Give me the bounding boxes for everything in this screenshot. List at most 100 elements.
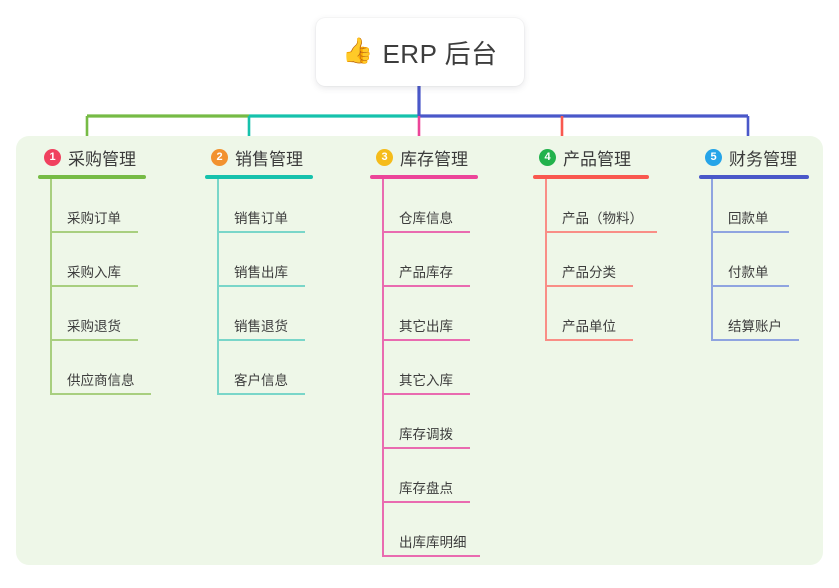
leaf-item-label: 销售订单 — [234, 211, 288, 226]
branch-header-3[interactable]: 3 库存管理 — [370, 144, 478, 170]
leaf-item[interactable]: 销售退货 — [217, 287, 313, 341]
branch-header-rule-3 — [370, 175, 478, 179]
leaf-item-label: 产品（物料） — [562, 211, 643, 226]
leaf-item[interactable]: 仓库信息 — [382, 179, 478, 233]
leaf-item-rule — [382, 339, 470, 341]
leaf-item-label: 库存盘点 — [399, 481, 453, 496]
leaf-item-label: 销售出库 — [234, 265, 288, 280]
leaf-item-rule — [217, 285, 305, 287]
root-node-inner: 👍 ERP 后台 — [342, 34, 497, 71]
branch-column-5: 5 财务管理回款单付款单结算账户 — [699, 144, 809, 341]
branch-spine-1 — [50, 179, 52, 395]
branch-title-2: 销售管理 — [235, 149, 303, 169]
leaf-item[interactable]: 其它出库 — [382, 287, 478, 341]
branch-header-rule-5 — [699, 175, 809, 179]
root-node-card[interactable]: 👍 ERP 后台 — [316, 18, 524, 86]
branch-badge-3: 3 — [376, 148, 393, 166]
leaf-item-rule — [711, 231, 789, 233]
branch-items-3: 仓库信息产品库存其它出库其它入库库存调拨库存盘点出库库明细 — [382, 179, 480, 557]
leaf-item[interactable]: 产品分类 — [545, 233, 649, 287]
leaf-item[interactable]: 其它入库 — [382, 341, 478, 395]
branch-header-rule-2 — [205, 175, 313, 179]
leaf-item-label: 销售退货 — [234, 319, 288, 334]
leaf-item-label: 产品分类 — [562, 265, 616, 280]
leaf-item-label: 其它入库 — [399, 373, 453, 388]
leaf-item[interactable]: 采购入库 — [50, 233, 146, 287]
branch-column-1: 1 采购管理采购订单采购入库采购退货供应商信息 — [38, 144, 151, 395]
leaf-item-rule — [545, 339, 633, 341]
leaf-item[interactable]: 库存调拨 — [382, 395, 478, 449]
leaf-item-rule — [217, 393, 305, 395]
leaf-item-rule — [382, 393, 470, 395]
leaf-item[interactable]: 结算账户 — [711, 287, 809, 341]
leaf-item-rule — [50, 339, 138, 341]
leaf-item[interactable]: 产品单位 — [545, 287, 649, 341]
leaf-item-label: 付款单 — [728, 265, 769, 280]
leaf-item-label: 结算账户 — [728, 319, 782, 334]
leaf-item[interactable]: 销售出库 — [217, 233, 313, 287]
branch-title-5: 财务管理 — [729, 149, 797, 169]
branch-header-2[interactable]: 2 销售管理 — [205, 144, 313, 170]
leaf-item-label: 回款单 — [728, 211, 769, 226]
leaf-item-rule — [217, 339, 305, 341]
leaf-item-rule — [50, 393, 151, 395]
leaf-item[interactable]: 销售订单 — [217, 179, 313, 233]
leaf-item[interactable]: 客户信息 — [217, 341, 313, 395]
branch-badge-2: 2 — [211, 148, 228, 166]
root-node-title: ERP 后台 — [382, 38, 498, 69]
branch-items-4: 产品（物料） 产品分类产品单位 — [545, 179, 657, 341]
branch-spine-4 — [545, 179, 547, 341]
leaf-item-label: 产品库存 — [399, 265, 453, 280]
leaf-item-rule — [545, 285, 633, 287]
branch-header-5[interactable]: 5 财务管理 — [699, 144, 809, 170]
leaf-item-label: 仓库信息 — [399, 211, 453, 226]
leaf-item-rule — [382, 231, 470, 233]
leaf-item[interactable]: 付款单 — [711, 233, 809, 287]
branch-column-3: 3 库存管理仓库信息产品库存其它出库其它入库库存调拨库存盘点出库库明细 — [370, 144, 480, 557]
branch-badge-1: 1 — [44, 148, 61, 166]
leaf-item[interactable]: 采购退货 — [50, 287, 146, 341]
leaf-item[interactable]: 回款单 — [711, 179, 809, 233]
leaf-item-rule — [545, 231, 657, 233]
leaf-item-rule — [382, 447, 470, 449]
branch-items-2: 销售订单销售出库销售退货客户信息 — [217, 179, 313, 395]
branch-spine-3 — [382, 179, 384, 557]
leaf-item-rule — [217, 231, 305, 233]
leaf-item[interactable]: 出库库明细 — [382, 503, 480, 557]
branch-title-4: 产品管理 — [563, 149, 631, 169]
leaf-item-label: 产品单位 — [562, 319, 616, 334]
leaf-item-rule — [50, 285, 138, 287]
branches-panel — [16, 136, 823, 565]
leaf-item-rule — [50, 231, 138, 233]
leaf-item-label: 库存调拨 — [399, 427, 453, 442]
leaf-item-label: 出库库明细 — [399, 535, 467, 550]
leaf-item-rule — [711, 339, 799, 341]
branch-header-rule-1 — [38, 175, 146, 179]
leaf-item-label: 其它出库 — [399, 319, 453, 334]
leaf-item-label: 采购退货 — [67, 319, 121, 334]
branch-title-1: 采购管理 — [68, 149, 136, 169]
leaf-item[interactable]: 供应商信息 — [50, 341, 151, 395]
branch-column-2: 2 销售管理销售订单销售出库销售退货客户信息 — [205, 144, 313, 395]
leaf-item-label: 供应商信息 — [67, 373, 135, 388]
leaf-item[interactable]: 产品（物料） — [545, 179, 657, 233]
branch-title-3: 库存管理 — [400, 149, 468, 169]
branch-badge-5: 5 — [705, 148, 722, 166]
branch-header-rule-4 — [533, 175, 649, 179]
thumbs-up-icon: 👍 — [342, 36, 374, 65]
branch-spine-5 — [711, 179, 713, 341]
leaf-item-rule — [382, 555, 480, 557]
leaf-item[interactable]: 库存盘点 — [382, 449, 478, 503]
branch-header-1[interactable]: 1 采购管理 — [38, 144, 146, 170]
leaf-item-label: 采购订单 — [67, 211, 121, 226]
branch-items-1: 采购订单采购入库采购退货供应商信息 — [50, 179, 151, 395]
leaf-item[interactable]: 产品库存 — [382, 233, 478, 287]
branch-items-5: 回款单付款单结算账户 — [711, 179, 809, 341]
leaf-item-rule — [711, 285, 789, 287]
leaf-item[interactable]: 采购订单 — [50, 179, 146, 233]
leaf-item-rule — [382, 501, 470, 503]
leaf-item-label: 客户信息 — [234, 373, 288, 388]
